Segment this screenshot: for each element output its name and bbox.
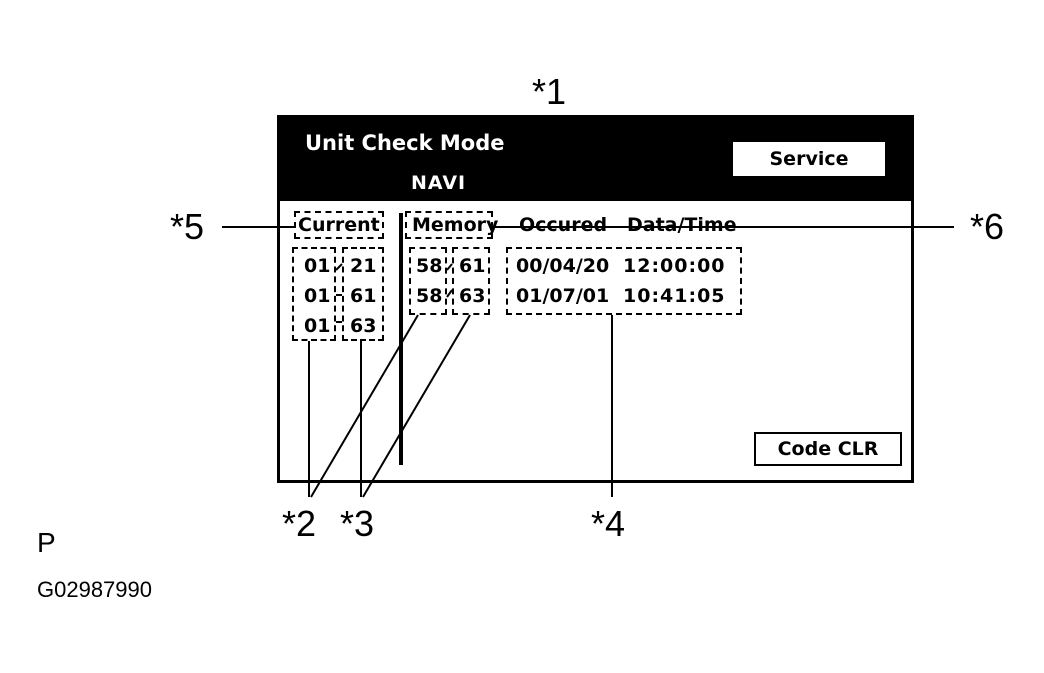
datetime-box: [506, 247, 742, 315]
callout-6: *6: [970, 206, 1005, 247]
current-code-a: 01: [304, 255, 331, 277]
screen-title: Unit Check Mode: [305, 131, 505, 155]
memory-code-a-box: [409, 247, 447, 315]
current-code-a: 01: [304, 285, 331, 307]
memory-code-a: 58: [416, 285, 443, 307]
footer-mark: P: [37, 527, 56, 558]
current-header-box: [294, 211, 384, 239]
occurred-time: 12:00:00: [623, 255, 726, 277]
occurred-time: 10:41:05: [623, 285, 726, 307]
footer-code: G02987990: [37, 577, 152, 602]
column-occurred: Occured: [519, 214, 608, 236]
memory-header-box: [405, 211, 493, 239]
current-code-b: 63: [350, 315, 377, 337]
callout-4: *4: [591, 503, 626, 544]
current-code-b: 61: [350, 285, 377, 307]
occurred-date: 00/04/20: [516, 255, 610, 277]
memory-code-b-box: [452, 247, 490, 315]
column-current: Current: [298, 214, 380, 236]
current-code-b: 21: [350, 255, 377, 277]
callout-1: *1: [532, 71, 567, 112]
callout-5: *5: [170, 206, 205, 247]
memory-code-b: 61: [459, 255, 486, 277]
column-datetime: Data/Time: [627, 214, 737, 236]
column-memory: Memory: [412, 214, 499, 236]
current-code-a: 01: [304, 315, 331, 337]
memory-code-a: 58: [416, 255, 443, 277]
service-button[interactable]: Service: [733, 142, 885, 176]
memory-code-b: 63: [459, 285, 486, 307]
screen-subtitle: NAVI: [411, 172, 467, 194]
callout-3: *3: [340, 503, 375, 544]
occurred-date: 01/07/01: [516, 285, 610, 307]
code-clr-button[interactable]: Code CLR: [754, 432, 902, 466]
callout-2: *2: [282, 503, 317, 544]
